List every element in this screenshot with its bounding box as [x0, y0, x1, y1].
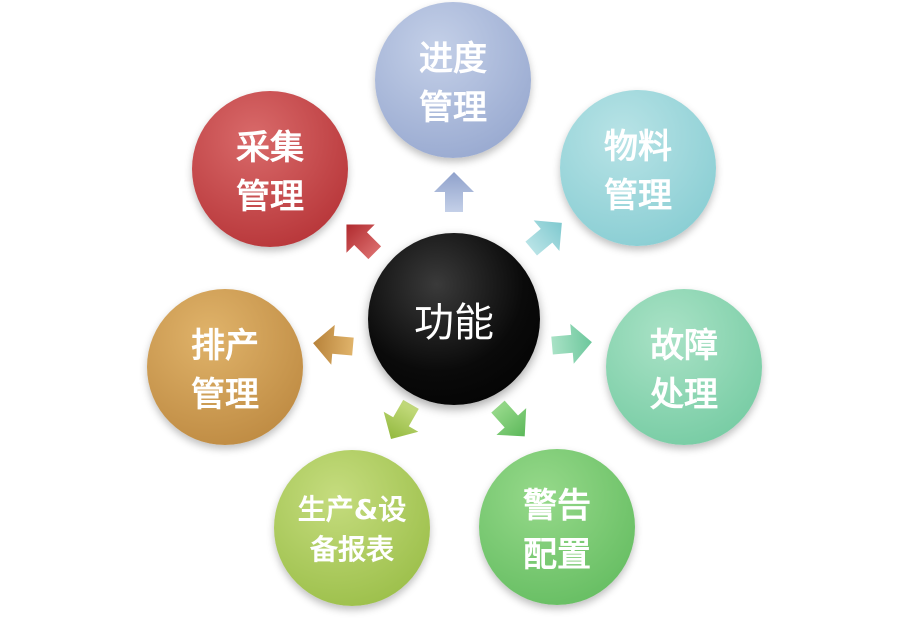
node-label-line1: 物料: [604, 127, 672, 167]
node-production-equipment-report: 生产&设 备报表: [274, 450, 430, 606]
node-fault-handling: 故障 处理: [606, 289, 762, 445]
node-label-line2: 管理: [604, 176, 672, 216]
arrow-to-collect-icon: [346, 224, 382, 260]
arrow-to-progress-icon: [434, 172, 474, 212]
center-label: 功能: [414, 300, 494, 346]
node-label-line1: 故障: [650, 326, 718, 366]
node-schedule-management: 排产 管理: [147, 289, 303, 445]
node-label-line2: 处理: [650, 375, 718, 415]
node-label-line1: 生产&设: [297, 493, 407, 526]
node-label-line2: 备报表: [309, 533, 394, 566]
node-collection-management: 采集 管理: [192, 91, 348, 247]
node-label-line2: 管理: [419, 88, 487, 128]
arrow-to-material-icon: [525, 220, 562, 256]
node-alarm-configuration: 警告 配置: [479, 449, 635, 605]
arrow-to-alarm-icon: [491, 400, 527, 437]
node-label-line1: 采集: [236, 128, 304, 168]
arrow-to-fault-icon: [551, 323, 592, 364]
node-label-line1: 警告: [523, 486, 591, 526]
center-circle: 功能: [368, 233, 540, 405]
node-label-line1: 排产: [191, 326, 259, 366]
node-label-line2: 配置: [523, 535, 591, 575]
arrow-to-report-icon: [383, 399, 419, 440]
node-label-line2: 管理: [191, 375, 259, 415]
arrow-to-schedule-icon: [313, 324, 354, 365]
node-label-line1: 进度: [419, 39, 487, 79]
node-label-line2: 管理: [236, 177, 304, 217]
node-progress-management: 进度 管理: [375, 2, 531, 158]
node-material-management: 物料 管理: [560, 90, 716, 246]
